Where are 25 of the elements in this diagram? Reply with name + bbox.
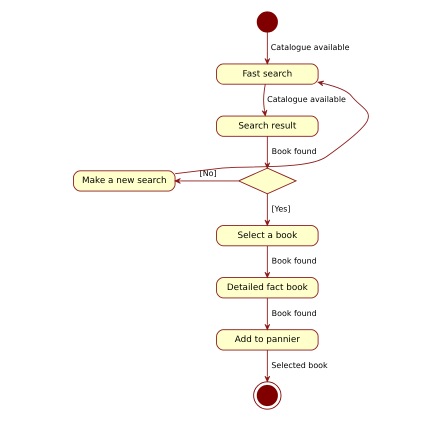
edge-label: Catalogue available [270,42,349,52]
edge-label: Catalogue available [266,95,346,104]
node-box: Fast search [216,63,318,85]
arrow [174,178,238,184]
node-box: Search result [216,116,318,137]
edge-label: Book found [271,256,316,266]
arrow [264,298,270,330]
node-circle [256,11,278,33]
edge-label: Selected book [270,360,328,370]
node-box: Detailed fact book [216,277,318,298]
node-circle [252,381,281,410]
edge-label: Book found [271,147,316,156]
arrow [264,350,270,382]
arrow [174,80,368,174]
arrow [261,84,267,116]
edge-label: [No] [199,168,216,178]
node-box: Select a book [216,225,318,246]
arrow [264,193,270,226]
node-box: Add to pannier [216,329,318,350]
arrow [264,246,270,278]
arrow [264,32,270,64]
node-box: Make a new search [72,170,176,192]
edge-label: Book found [271,308,316,318]
edge-label: [Yes] [270,204,290,214]
node-diamond [237,168,297,194]
